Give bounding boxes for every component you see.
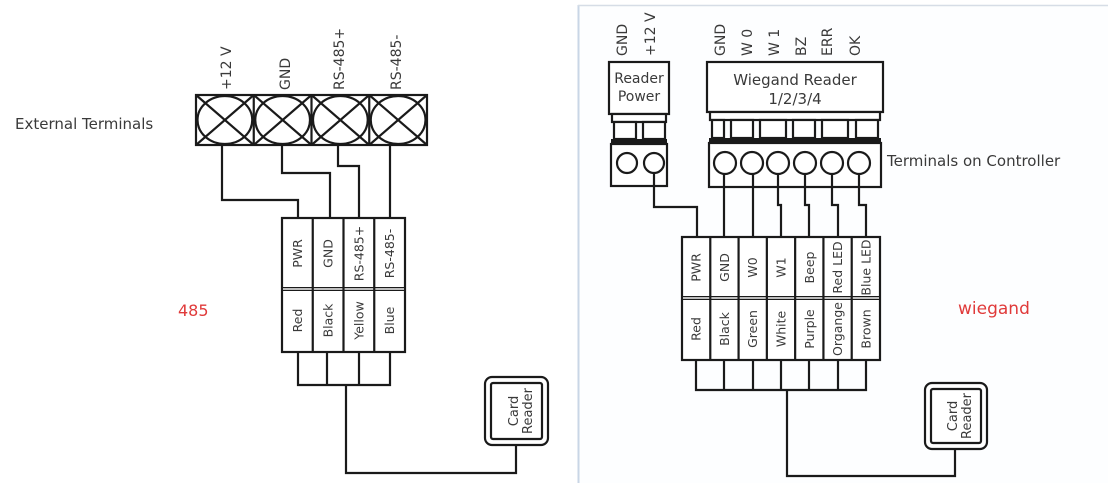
wire-color-blue: Blue [382, 306, 397, 334]
cable-to-card-reader [344, 385, 518, 475]
pin-signal-gnd: GND [321, 239, 336, 268]
pin-signal-gnd: GND [717, 253, 732, 282]
wire-color-white: White [774, 311, 789, 348]
card-reader-wiegand: Card Reader [923, 381, 989, 451]
card-reader-label-line1: Card [507, 396, 522, 426]
wire-color-organge: Organge [830, 302, 845, 356]
terminals-on-controller-label: Terminals on Controller [886, 152, 1061, 170]
card-reader-label-line1: Card [946, 401, 961, 431]
left-wire-bundle [296, 352, 518, 475]
terminal-label-rs-485: RS-485- [389, 35, 405, 90]
power-pin-label-plus12-v: +12 V [643, 12, 659, 56]
wire-color-brown: Brown [858, 309, 873, 348]
wire-color-black: Black [321, 303, 336, 338]
terminal-label-plus12-v: +12 V [219, 46, 235, 90]
wiegand-pin-label-w-1: W 1 [767, 29, 783, 56]
reader-power-block: Reader Power [607, 60, 699, 237]
terminal-label-rs-485plus: RS-485+ [332, 28, 348, 90]
cable-to-card-reader [785, 390, 957, 478]
power-pin-label-gnd: GND [615, 24, 631, 56]
terminal-label-gnd: GND [278, 58, 294, 90]
wiegand-terminal-block: Wiegand Reader 1/2/3/4 [705, 60, 885, 189]
pin-signal-w0: W0 [745, 257, 760, 277]
wire-gnd [280, 145, 332, 218]
reader-485-connector: PWR Red GND Black RS-485+ Yellow RS-485- Blue [280, 216, 407, 354]
protocol-label-485: 485 [178, 301, 209, 320]
external-terminal-block [194, 93, 429, 147]
wire-rs485-plus [336, 145, 361, 218]
wire-reader-power [652, 173, 699, 237]
wire-color-green: Green [745, 310, 760, 348]
right-wire-bundle [694, 360, 957, 478]
pin-signal-rs-485: RS-485- [382, 229, 397, 279]
wiegand-title-line1: Wiegand Reader [733, 71, 857, 89]
card-reader-485: Card Reader [483, 375, 550, 447]
wire-color-red: Red [689, 317, 704, 341]
wiegand-wires-upper [722, 174, 868, 237]
wire-12v [220, 145, 300, 218]
wiegand-pin-label-gnd: GND [713, 24, 729, 56]
wiegand-title-line2: 1/2/3/4 [768, 90, 821, 108]
card-reader-label-line2: Reader [521, 387, 536, 434]
protocol-label-wiegand: wiegand [958, 299, 1030, 319]
card-reader-label-line2: Reader [960, 392, 975, 439]
screw-terminal [195, 94, 255, 146]
pin-signal-pwr: PWR [290, 239, 305, 268]
pin-signal-pwr: PWR [689, 253, 704, 282]
wire-color-black: Black [717, 311, 732, 346]
left-panel: External Terminals +12 V GND RS-485+ RS-485… [15, 28, 550, 475]
wiegand-pin-label-err: ERR [820, 27, 836, 56]
pin-signal-red-led: Red LED [830, 241, 845, 293]
screw-terminal [252, 94, 313, 146]
wiegand-pin-label-bz: BZ [794, 37, 810, 56]
wire-color-purple: Purple [802, 309, 817, 349]
screw-terminal [368, 94, 428, 146]
wiegand-pin-label-ok: OK [848, 35, 864, 56]
wiegand-pin-label-w-0: W 0 [740, 29, 756, 56]
reader-power-title-line1: Reader [614, 71, 664, 87]
pin-signal-w1: W1 [774, 257, 789, 277]
external-terminals-label: External Terminals [15, 115, 153, 133]
screw-terminal [310, 94, 370, 146]
pin-signal-beep: Beep [802, 251, 817, 283]
wire-color-red: Red [290, 309, 305, 333]
pin-signal-rs-485plus: RS-485+ [351, 226, 366, 281]
pin-signal-blue-led: Blue LED [858, 239, 873, 295]
wire-color-yellow: Yellow [351, 301, 366, 340]
left-wires-upper [220, 145, 392, 218]
right-panel: GND +12 V Reader Power GND W 0 W 1 BZ ERR OK W… [607, 12, 1061, 478]
reader-power-title-line2: Power [618, 89, 661, 105]
